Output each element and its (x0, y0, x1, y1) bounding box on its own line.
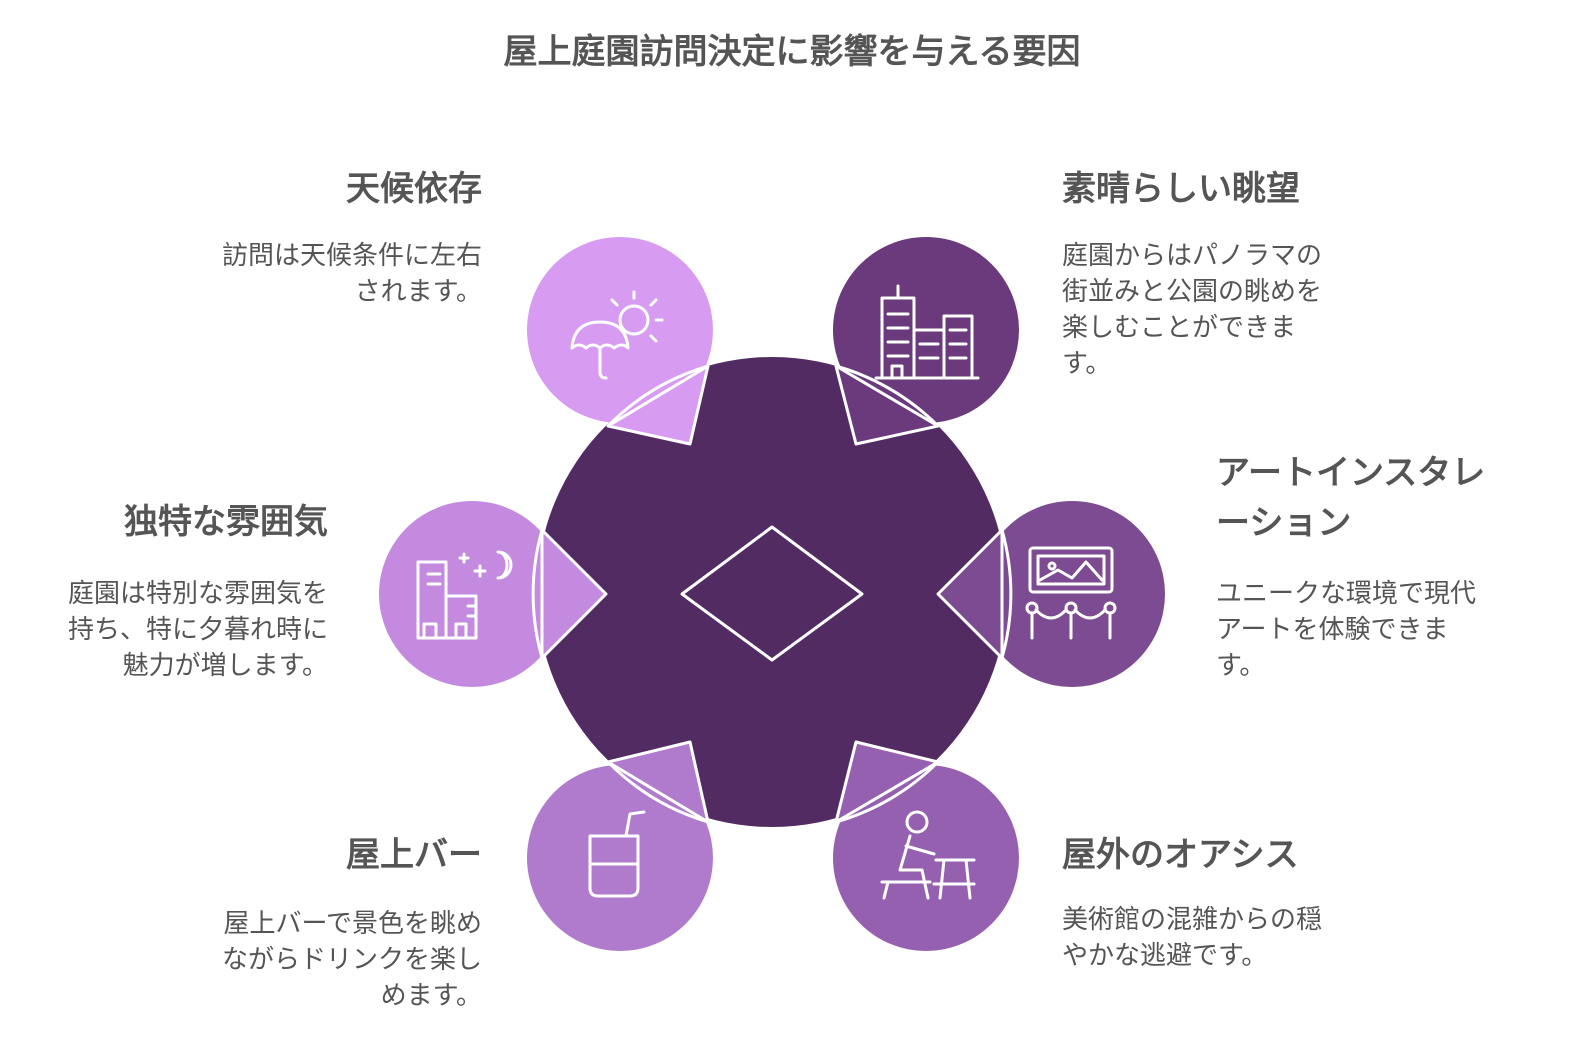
oasis-desc-line: 美術館の混雑からの穏 (1062, 905, 1323, 935)
bar-desc-line: ながらドリンクを楽し (221, 945, 482, 975)
art-title-line: ーション (1216, 503, 1352, 543)
atmosphere-circle (379, 501, 565, 687)
art-desc-line: す。 (1216, 651, 1266, 681)
oasis-desc: 美術館の混雑からの穏 やかな逃避です。 (1062, 902, 1402, 974)
art-circle (979, 501, 1165, 687)
art-desc: ユニークな環境で現代 アートを体験できま す。 (1216, 576, 1556, 684)
arc-seams (531, 364, 1013, 824)
oasis-connector (834, 740, 940, 824)
atmosphere-title: 独特な雰囲気 (124, 502, 328, 542)
bar-connector (606, 740, 710, 824)
art-title: アートインスタレ ーション (1216, 448, 1556, 548)
atmosphere-desc-line: 持ち、特に夕暮れ時に (67, 615, 328, 645)
weather-connector (606, 364, 710, 446)
drink-cup-icon (588, 810, 646, 898)
view-desc-line: 楽しむことができま (1062, 313, 1297, 343)
art-connector (936, 528, 1004, 660)
bar-desc-line: めます。 (380, 981, 482, 1011)
view-title: 素晴らしい眺望 (1062, 169, 1300, 209)
umbrella-sun-icon (570, 290, 664, 380)
art-exhibit-icon (1025, 546, 1117, 640)
atmosphere-connector (540, 528, 608, 660)
art-desc-line: ユニークな環境で現代 (1216, 579, 1477, 609)
page-title: 屋上庭園訪問決定に影響を与える要因 (503, 32, 1081, 72)
center-circle (537, 357, 1007, 827)
view-desc-line: す。 (1062, 349, 1112, 379)
atmosphere-desc-line: 庭園は特別な雰囲気を (67, 579, 328, 609)
buildings-icon (874, 284, 980, 380)
bar-desc-line: 屋上バーで景色を眺め (223, 909, 482, 939)
art-title-line: アートインスタレ (1216, 453, 1486, 493)
oasis-circle (833, 765, 1019, 951)
view-connector (834, 364, 940, 446)
person-at-table-icon (880, 810, 976, 900)
view-desc-line: 庭園からはパノラマの (1062, 241, 1323, 271)
bar-circle (527, 765, 713, 951)
atmosphere-desc-line: 魅力が増します。 (122, 651, 328, 681)
weather-title: 天候依存 (346, 169, 482, 209)
view-desc: 庭園からはパノラマの 街並みと公園の眺めを 楽しむことができま す。 (1062, 238, 1402, 382)
atmosphere-desc: 庭園は特別な雰囲気を 持ち、特に夕暮れ時に 魅力が増します。 (10, 576, 328, 684)
weather-desc: 訪問は天候条件に左右 されます。 (140, 238, 482, 310)
view-desc-line: 街並みと公園の眺めを (1062, 277, 1323, 307)
bar-desc: 屋上バーで景色を眺め ながらドリンクを楽し めます。 (140, 906, 482, 1014)
weather-desc-line: されます。 (354, 277, 482, 307)
oasis-desc-line: やかな逃避です。 (1062, 941, 1268, 971)
decision-diamond (680, 525, 864, 662)
oasis-title: 屋外のオアシス (1062, 835, 1299, 875)
bar-title: 屋上バー (346, 835, 482, 875)
night-city-icon (416, 550, 513, 640)
weather-desc-line: 訪問は天候条件に左右 (221, 241, 482, 271)
art-desc-line: アートを体験できま (1216, 615, 1449, 645)
